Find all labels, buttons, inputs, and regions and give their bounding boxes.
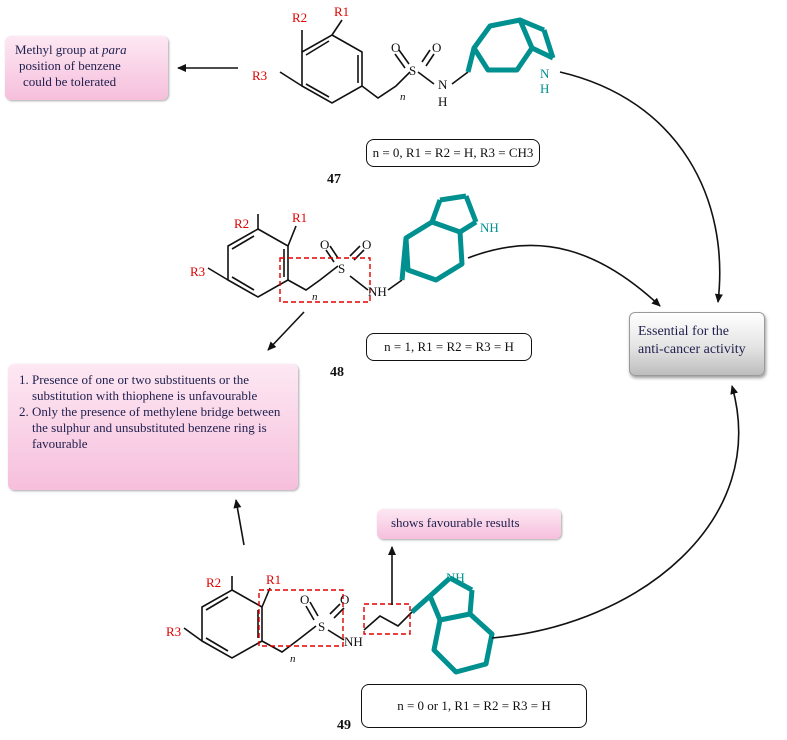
- r1-label: R1: [266, 572, 281, 587]
- svg-text:R3: R3: [252, 68, 267, 83]
- s-label: S: [318, 619, 325, 634]
- compound-id: 48: [330, 365, 344, 380]
- r1-label: R1: [292, 210, 307, 225]
- compound-49-labels: R2 R1 R3 O O S NH NH n: [166, 570, 465, 665]
- n-label: N: [438, 77, 448, 92]
- para-methyl-note: Methyl group at para position of benzene…: [5, 36, 168, 100]
- r2-label: R2: [206, 575, 221, 590]
- svg-text:R2: R2: [292, 10, 307, 25]
- svg-text:R1: R1: [334, 4, 349, 19]
- arrows: [177, 64, 740, 639]
- o-label: O: [340, 592, 349, 607]
- compound-47-labels: R2 R1 R3 O O S N H N H n: [252, 4, 550, 109]
- r3-label: R3: [166, 624, 181, 639]
- compound-47-indole: [465, 17, 556, 73]
- condition-48: n = 1, R1 = R2 = R3 = H: [366, 333, 532, 361]
- curve-47-to-essential: [559, 71, 723, 303]
- n-label: N: [540, 66, 550, 81]
- sar-48-list: Presence of one or two substituents or t…: [10, 372, 290, 452]
- n-subscript: n: [400, 91, 406, 103]
- condition-47: n = 0, R1 = R2 = H, R3 = CH3: [366, 139, 540, 167]
- r1-label: R1: [334, 4, 349, 19]
- r2-label: R2: [292, 10, 307, 25]
- nh-label: NH: [480, 220, 499, 235]
- curve-48-to-essential: [467, 244, 661, 307]
- compound-48-labels: R2 R1 R3 O O S NH NH n: [190, 210, 499, 303]
- o-label: O: [391, 40, 400, 55]
- essential-box: Essential for the anti-cancer activity: [629, 312, 765, 376]
- curve-49-to-essential: [491, 385, 740, 639]
- o-label: O: [432, 40, 441, 55]
- s-label: S: [338, 261, 345, 276]
- r2-label: R2: [234, 216, 249, 231]
- n-subscript: n: [312, 291, 318, 303]
- arrow-up-to-sar-note: [233, 499, 245, 546]
- n-subscript: n: [290, 653, 296, 665]
- sar-48-note: Presence of one or two substituents or t…: [8, 364, 298, 490]
- h-label: H: [438, 94, 447, 109]
- compound-48-indole: [399, 193, 479, 283]
- compound-49-indole: [410, 575, 495, 675]
- compound-47-structure: [279, 19, 469, 104]
- r3-label: R3: [252, 68, 267, 83]
- compound-id: 47: [327, 172, 341, 187]
- compound-48-highlight: [279, 257, 371, 303]
- sar-48-item: Only the presence of methylene bridge be…: [32, 404, 290, 452]
- arrow-to-sar-note: [267, 311, 305, 351]
- nh-label: NH: [368, 284, 387, 299]
- h-label: H: [540, 81, 549, 96]
- favourable-note: shows favourable results: [377, 509, 561, 539]
- compound-49-highlight: [258, 589, 411, 647]
- nh-label: NH: [344, 634, 363, 649]
- nh-label: NH: [446, 570, 465, 585]
- o-label: O: [362, 237, 371, 252]
- condition-49: n = 0 or 1, R1 = R2 = R3 = H: [361, 684, 587, 728]
- compound-id: 49: [337, 718, 351, 733]
- s-label: S: [409, 63, 416, 78]
- o-label: O: [320, 237, 329, 252]
- sar-48-item: Presence of one or two substituents or t…: [32, 372, 290, 404]
- o-label: O: [300, 592, 309, 607]
- r3-label: R3: [190, 264, 205, 279]
